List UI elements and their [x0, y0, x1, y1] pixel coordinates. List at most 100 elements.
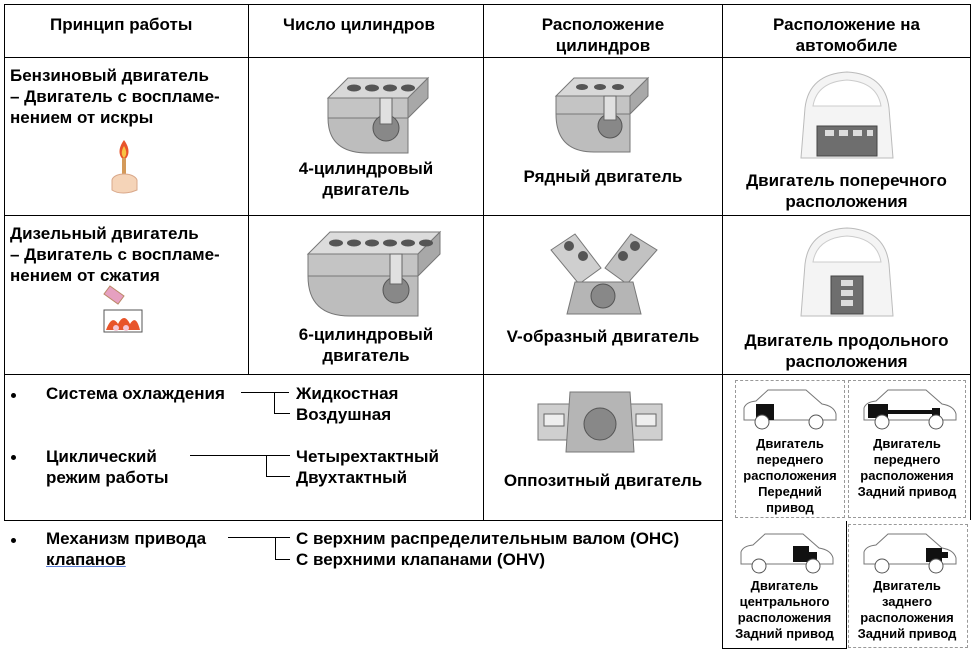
valve-connector-h — [228, 537, 290, 538]
inline-label: Рядный двигатель — [523, 167, 683, 186]
drive-box-b — [848, 380, 966, 518]
row-divider-3 — [4, 374, 971, 375]
diesel-l3: нением от сжатия — [10, 266, 160, 285]
drive-box-c — [722, 521, 847, 649]
cycle-two-stroke: Двухтактный — [296, 468, 408, 487]
petrol-principle: Бензиновый двигатель – Двигатель с воспл… — [10, 65, 220, 128]
inline-6-engine-icon — [306, 230, 442, 317]
cyl6-l1: 6-цилиндровый — [298, 325, 434, 344]
cooling-connector-h — [241, 392, 289, 393]
row-divider-1 — [4, 57, 971, 58]
table-border-right — [970, 4, 971, 520]
valve-connector-v — [275, 538, 276, 559]
drive-d-l3: расположения — [860, 610, 954, 625]
drive-b-l2: переднего — [873, 452, 941, 467]
valve-ohc: С верхним распределительным валом (OHC) — [296, 529, 680, 548]
drive-c-l1: Двигатель — [750, 578, 819, 593]
valve-l2: клапанов — [46, 550, 126, 569]
longitudinal-l2: расположения — [785, 352, 908, 371]
drive-d-l1: Двигатель — [873, 578, 941, 593]
valve-connector-h2 — [275, 559, 290, 560]
drive-b-label: Двигатель переднего расположения Задний … — [848, 436, 966, 500]
table-border-left — [4, 4, 5, 520]
table-border-top — [4, 4, 971, 5]
cycle-four-stroke: Четырехтактный — [296, 447, 439, 466]
cyl4-l2: двигатель — [322, 180, 410, 199]
header-layout-l2: цилиндров — [555, 36, 651, 55]
drive-d-l4: Задний привод — [857, 626, 957, 641]
header-cylinders: Число цилиндров — [283, 15, 435, 34]
valve-ohv: С верхними клапанами (OHV) — [296, 550, 546, 569]
drive-c-label: Двигатель центрального расположения Задн… — [723, 578, 846, 642]
bullet-cooling — [11, 393, 16, 398]
car-side-icon — [743, 389, 837, 430]
cooling-label: Система охлаждения — [46, 384, 225, 403]
cycle-connector-v — [266, 456, 267, 476]
header-placement-l2: автомобиле — [795, 36, 898, 55]
cycle-l2: режим работы — [46, 468, 169, 487]
drive-box-d — [848, 524, 968, 648]
drive-b-l1: Двигатель — [873, 436, 941, 451]
v-engine-icon — [550, 233, 658, 315]
car-side-icon — [863, 533, 957, 574]
petrol-l2: – Двигатель с воспламе- — [10, 87, 220, 106]
drive-d-label: Двигатель заднего расположения Задний пр… — [848, 578, 966, 642]
col-divider-1 — [248, 4, 249, 374]
fuel-drop-icon — [103, 285, 143, 333]
transverse-l2: расположения — [785, 192, 908, 211]
diesel-l1: Дизельный двигатель — [10, 224, 199, 243]
bullet-valve — [11, 538, 16, 543]
diesel-principle: Дизельный двигатель – Двигатель с воспла… — [10, 223, 220, 286]
cycle-connector-h — [190, 455, 290, 456]
drive-a-l2: переднего — [756, 452, 824, 467]
cycle-connector-h2 — [266, 476, 290, 477]
cycle-l1: Циклический — [46, 447, 157, 466]
drive-b-l4: Задний привод — [857, 484, 957, 499]
drive-d-l2: заднего — [881, 594, 933, 609]
row-divider-4 — [4, 520, 722, 521]
petrol-l3: нением от искры — [10, 108, 154, 127]
match-icon — [111, 140, 138, 194]
drive-box-a — [735, 380, 845, 518]
transverse-l1: Двигатель поперечного — [746, 171, 947, 190]
cooling-connector-v — [274, 393, 275, 413]
header-placement-l1: Расположение на — [773, 15, 920, 34]
valve-label: Механизм привода клапанов — [46, 528, 206, 570]
valve-l1: Механизм привода — [46, 529, 207, 548]
longitudinal-l1: Двигатель продольного — [744, 331, 949, 350]
car-front-view-icon — [800, 227, 894, 317]
car-side-icon — [863, 389, 957, 430]
drive-c-l4: Задний привод — [735, 626, 834, 641]
cooling-connector-h2 — [274, 413, 290, 414]
cyl4-label: 4-цилиндровый двигатель — [249, 158, 483, 200]
row-divider-2 — [4, 215, 971, 216]
drive-a-l5: привод — [766, 500, 814, 515]
cooling-liquid: Жидкостная — [296, 384, 399, 403]
cyl6-label: 6-цилиндровый двигатель — [249, 324, 483, 366]
petrol-l1: Бензиновый двигатель — [10, 66, 209, 85]
drive-b-l3: расположения — [860, 468, 954, 483]
header-principle: Принцип работы — [50, 15, 193, 34]
car-side-icon — [740, 533, 834, 574]
drive-a-l4: Передний — [758, 484, 822, 499]
drive-a-l1: Двигатель — [756, 436, 824, 451]
diesel-l2: – Двигатель с воспламе- — [10, 245, 220, 264]
transverse-label: Двигатель поперечного расположения — [723, 170, 970, 212]
drive-c-l2: центрального — [739, 594, 830, 609]
boxer-engine-icon — [537, 391, 663, 453]
inline-4-engine-icon — [326, 76, 430, 154]
header-layout: Расположение цилиндров — [484, 14, 722, 56]
cooling-air: Воздушная — [296, 405, 392, 424]
v-label: V-образный двигатель — [506, 327, 700, 346]
car-front-view-icon — [800, 71, 894, 159]
inline-engine-icon — [554, 76, 650, 153]
boxer-label: Оппозитный двигатель — [503, 471, 703, 490]
cycle-label: Циклический режим работы — [46, 446, 169, 488]
bullet-cycle — [11, 455, 16, 460]
drive-c-l3: расположения — [737, 610, 832, 625]
drive-a-label: Двигатель переднего расположения Передни… — [735, 436, 845, 516]
header-layout-l1: Расположение — [541, 15, 665, 34]
col-divider-2 — [483, 4, 484, 521]
cyl6-l2: двигатель — [322, 346, 410, 365]
header-placement: Расположение на автомобиле — [723, 14, 970, 56]
